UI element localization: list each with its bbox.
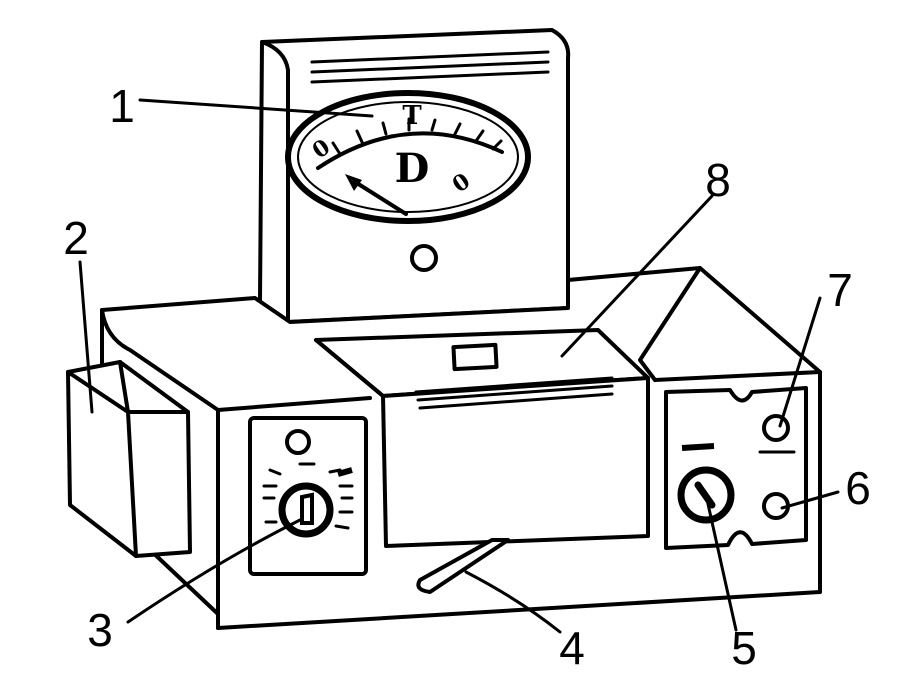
chamber-slot — [451, 342, 499, 372]
leader-2 — [78, 260, 94, 414]
leader-1 — [138, 98, 374, 118]
callout-3: 3 — [87, 604, 113, 656]
sample-chamber — [314, 328, 650, 548]
upper-socket — [762, 414, 790, 442]
dial-ticks — [331, 117, 503, 156]
meter-dial: T D 0 0 — [285, 90, 531, 272]
right-knob-mark — [681, 443, 715, 451]
callout-1: 1 — [109, 80, 135, 132]
dial-upper-mark: T — [402, 101, 422, 131]
leader-3 — [126, 518, 302, 624]
callout-numbers: 1 2 3 4 5 6 7 8 — [63, 80, 871, 674]
leader-lines — [78, 98, 840, 634]
callout-4: 4 — [559, 622, 585, 674]
leader-5 — [704, 493, 738, 632]
dial-center-mark: D — [395, 145, 430, 192]
right-control-panel — [664, 386, 808, 550]
left-knob-pointer — [300, 492, 314, 525]
left-knob-scale — [262, 462, 354, 530]
dial-rim — [285, 90, 531, 224]
leader-6 — [780, 490, 840, 510]
leader-7 — [778, 296, 822, 428]
side-box — [66, 360, 192, 558]
callout-6: 6 — [845, 462, 871, 514]
leader-8 — [560, 194, 714, 358]
callout-2: 2 — [63, 212, 89, 264]
leader-4 — [464, 570, 562, 634]
left-indicator-lamp — [285, 429, 311, 455]
zero-adjust-screw — [410, 244, 438, 272]
left-control-panel — [248, 416, 368, 576]
lever — [416, 538, 510, 594]
callout-8: 8 — [705, 154, 731, 206]
dial-needle — [345, 174, 408, 216]
callout-5: 5 — [731, 622, 757, 674]
callout-7: 7 — [827, 264, 853, 316]
dial-inner-rim — [297, 101, 519, 213]
